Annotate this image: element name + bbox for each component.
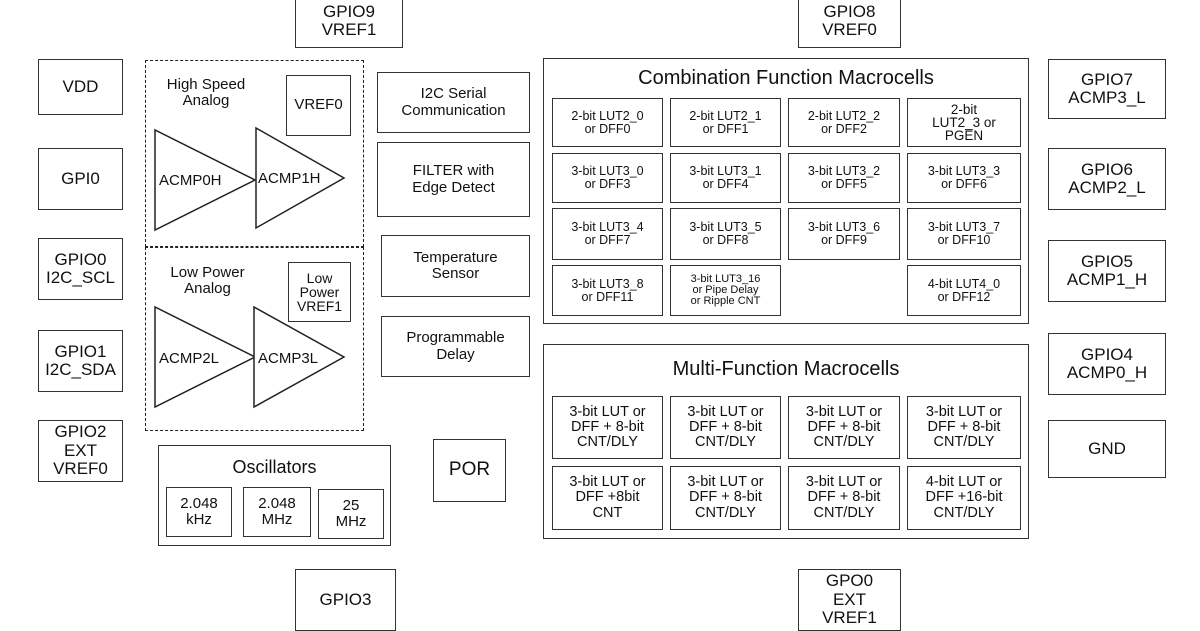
pin-gpio5: GPIO5 ACMP1_H (1048, 240, 1166, 302)
acmp0h-label: ACMP0H (159, 172, 222, 189)
acmp2l-label: ACMP2L (159, 350, 219, 367)
pin-gpio2: GPIO2 EXT VREF0 (38, 420, 123, 482)
osc-25mhz: 25 MHz (318, 489, 384, 539)
lut3-16-cell: 3-bit LUT3_16 or Pipe Delay or Ripple CN… (670, 265, 781, 316)
high-speed-analog-region (145, 60, 364, 247)
programmable-delay-block: Programmable Delay (381, 316, 530, 377)
filter-edge-detect-block: FILTER with Edge Detect (377, 142, 530, 217)
pin-gnd: GND (1048, 420, 1166, 478)
multifunction-macrocells-title: Multi-Function Macrocells (672, 358, 900, 380)
acmp0h-comparator-icon: ACMP0H (154, 128, 257, 232)
i2c-serial-block: I2C Serial Communication (377, 72, 530, 133)
pin-gpio1: GPIO1 I2C_SDA (38, 330, 123, 392)
mf-cell-2: 3-bit LUT or DFF + 8-bit CNT/DLY (670, 396, 781, 459)
mf-cell-3: 3-bit LUT or DFF + 8-bit CNT/DLY (788, 396, 900, 459)
mf-cell-5: 3-bit LUT or DFF +8bit CNT (552, 466, 663, 530)
low-power-analog-region (145, 247, 364, 431)
low-power-vref1-block: Low Power VREF1 (288, 262, 351, 322)
por-block: POR (433, 439, 506, 502)
vref0-block: VREF0 (286, 75, 351, 136)
mf-cell-1: 3-bit LUT or DFF + 8-bit CNT/DLY (552, 396, 663, 459)
pin-gpio7: GPIO7 ACMP3_L (1048, 59, 1166, 119)
lut3-1-cell: 3-bit LUT3_1 or DFF4 (670, 153, 781, 203)
lut2-1-cell: 2-bit LUT2_1 or DFF1 (670, 98, 781, 147)
lut3-2-cell: 3-bit LUT3_2 or DFF5 (788, 153, 900, 203)
pin-gpo0: GPO0 EXT VREF1 (798, 569, 901, 631)
lut3-6-cell: 3-bit LUT3_6 or DFF9 (788, 208, 900, 260)
pin-gpio3: GPIO3 (295, 569, 396, 631)
lut2-0-cell: 2-bit LUT2_0 or DFF0 (552, 98, 663, 147)
low-power-analog-label: Low Power Analog (170, 264, 245, 297)
mf-cell-8: 4-bit LUT or DFF +16-bit CNT/DLY (907, 466, 1021, 530)
lut3-4-cell: 3-bit LUT3_4 or DFF7 (552, 208, 663, 260)
pin-gpio0: GPIO0 I2C_SCL (38, 238, 123, 300)
lut2-3-cell: 2-bit LUT2_3 or PGEN (907, 98, 1021, 147)
mf-cell-7: 3-bit LUT or DFF + 8-bit CNT/DLY (788, 466, 900, 530)
high-speed-analog-label: High Speed Analog (166, 76, 246, 109)
osc-2048khz: 2.048 kHz (166, 487, 232, 537)
osc-2048mhz: 2.048 MHz (243, 487, 311, 537)
lut3-5-cell: 3-bit LUT3_5 or DFF8 (670, 208, 781, 260)
lut3-8-cell: 3-bit LUT3_8 or DFF11 (552, 265, 663, 316)
lut3-7-cell: 3-bit LUT3_7 or DFF10 (907, 208, 1021, 260)
pin-gpi0: GPI0 (38, 148, 123, 210)
acmp3l-comparator-icon: ACMP3L (253, 305, 346, 409)
acmp1h-label: ACMP1H (258, 170, 321, 187)
pin-gpio8: GPIO8 VREF0 (798, 0, 901, 48)
lut3-0-cell: 3-bit LUT3_0 or DFF3 (552, 153, 663, 203)
mf-cell-4: 3-bit LUT or DFF + 8-bit CNT/DLY (907, 396, 1021, 459)
acmp1h-comparator-icon: ACMP1H (255, 126, 346, 230)
pin-gpio6: GPIO6 ACMP2_L (1048, 148, 1166, 210)
acmp2l-comparator-icon: ACMP2L (154, 305, 257, 409)
combination-macrocells-title: Combination Function Macrocells (638, 67, 934, 89)
lut3-3-cell: 3-bit LUT3_3 or DFF6 (907, 153, 1021, 203)
pin-gpio9: GPIO9 VREF1 (295, 0, 403, 48)
lut2-2-cell: 2-bit LUT2_2 or DFF2 (788, 98, 900, 147)
acmp3l-label: ACMP3L (258, 350, 318, 367)
mf-cell-6: 3-bit LUT or DFF + 8-bit CNT/DLY (670, 466, 781, 530)
lut4-0-cell: 4-bit LUT4_0 or DFF12 (907, 265, 1021, 316)
pin-gpio4: GPIO4 ACMP0_H (1048, 333, 1166, 395)
temperature-sensor-block: Temperature Sensor (381, 235, 530, 297)
oscillators-title: Oscillators (232, 457, 317, 477)
pin-vdd: VDD (38, 59, 123, 115)
